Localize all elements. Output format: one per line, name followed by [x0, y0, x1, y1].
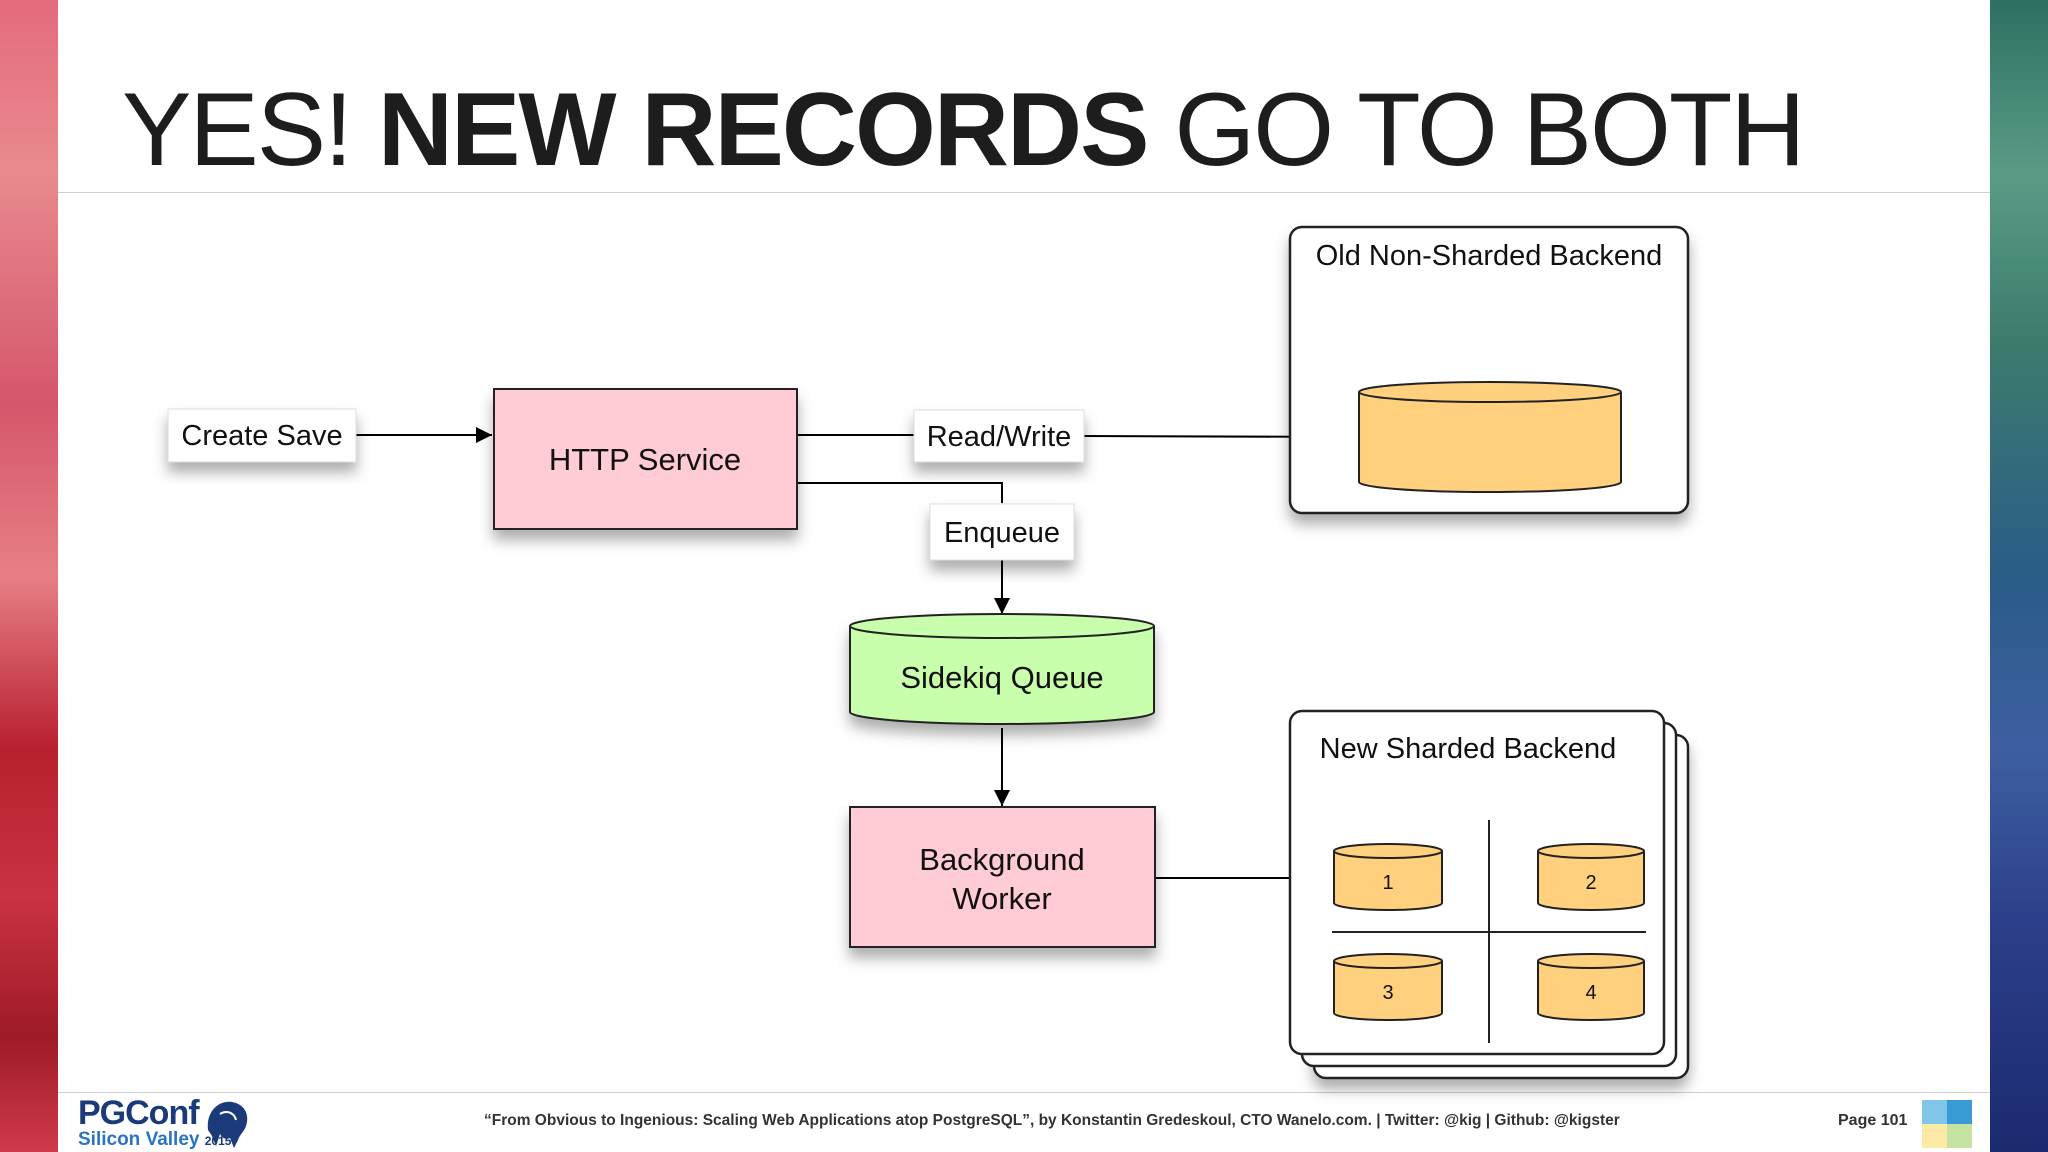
footer-divider: [58, 1092, 1990, 1093]
corner-color-squares: [1922, 1100, 1972, 1148]
slide-title: YES! NEW RECORDS GO TO BOTH: [122, 70, 1806, 190]
title-divider: [58, 192, 1990, 193]
shard-3-label: 3: [1382, 982, 1393, 1004]
http-service-label: HTTP Service: [549, 442, 741, 477]
sidekiq-queue-label: Sidekiq Queue: [900, 660, 1103, 695]
title-part-3: GO TO BOTH: [1147, 72, 1805, 188]
logo-sub-text: Silicon Valley: [78, 1129, 200, 1150]
background-worker-node: Background Worker: [849, 806, 1156, 948]
shard-1-label: 1: [1382, 872, 1393, 894]
page-number: Page 101: [1838, 1112, 1908, 1129]
enqueue-node: Enqueue: [929, 503, 1075, 561]
create-save-label: Create Save: [181, 420, 342, 452]
new-backend-title: New Sharded Backend: [1320, 733, 1617, 765]
sidekiq-queue-node: [849, 613, 1155, 725]
background-worker-label-line-1: Background: [919, 842, 1084, 877]
presentation-credit: “From Obvious to Ingenious: Scaling Web …: [484, 1112, 1620, 1129]
shard-1-database: 1: [1333, 843, 1443, 911]
shard-3-database: 3: [1333, 953, 1443, 1021]
title-part-1: YES!: [122, 72, 378, 188]
logo-main-text: PGConf: [78, 1094, 200, 1132]
old-backend-database: [1358, 381, 1622, 493]
shard-2-label: 2: [1585, 872, 1596, 894]
old-backend-title: Old Non-Sharded Backend: [1316, 240, 1663, 272]
http-service-node: HTTP Service: [493, 388, 798, 530]
elephant-icon: [207, 1101, 248, 1148]
read-write-node: Read/Write: [913, 409, 1085, 463]
shard-2-database: 2: [1537, 843, 1645, 911]
background-worker-label-line-2: Worker: [952, 881, 1051, 916]
read-write-label: Read/Write: [927, 421, 1072, 453]
enqueue-label: Enqueue: [944, 517, 1060, 549]
shard-4-label: 4: [1585, 982, 1596, 1004]
old-backend-container: Old Non-Sharded Backend: [1288, 225, 1690, 515]
create-save-node: Create Save: [167, 408, 357, 463]
new-backend-container: New Sharded Backend 1 2 3 4: [1288, 709, 1690, 1080]
shard-4-database: 4: [1537, 953, 1645, 1021]
right-decorative-border: [1990, 0, 2048, 1152]
line-http-to-enqueue: [797, 482, 1003, 503]
title-part-2: NEW RECORDS: [377, 72, 1150, 188]
left-decorative-border: [0, 0, 58, 1152]
